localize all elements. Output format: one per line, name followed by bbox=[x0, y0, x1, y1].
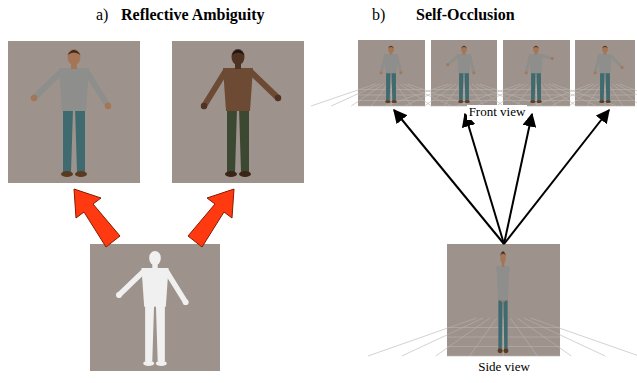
human-figures bbox=[31, 45, 624, 366]
panel-title: Reflective Ambiguity bbox=[121, 6, 265, 24]
view-arrow bbox=[394, 110, 609, 244]
red-arrow bbox=[74, 189, 234, 247]
view-label: Front view bbox=[467, 105, 528, 120]
render-image bbox=[503, 40, 570, 106]
panel-title: Self-Occlusion bbox=[416, 6, 515, 24]
panel-letter: b) bbox=[372, 6, 385, 24]
view-label: Side view bbox=[478, 360, 530, 375]
floor-grid bbox=[311, 84, 637, 356]
render-image bbox=[575, 40, 635, 106]
render-image bbox=[172, 41, 304, 183]
panel-letter: a) bbox=[96, 6, 108, 24]
render-image bbox=[431, 40, 497, 106]
render-image bbox=[8, 41, 140, 183]
render-image bbox=[358, 40, 425, 106]
render-image bbox=[447, 244, 560, 356]
silhouette-image bbox=[90, 244, 220, 371]
